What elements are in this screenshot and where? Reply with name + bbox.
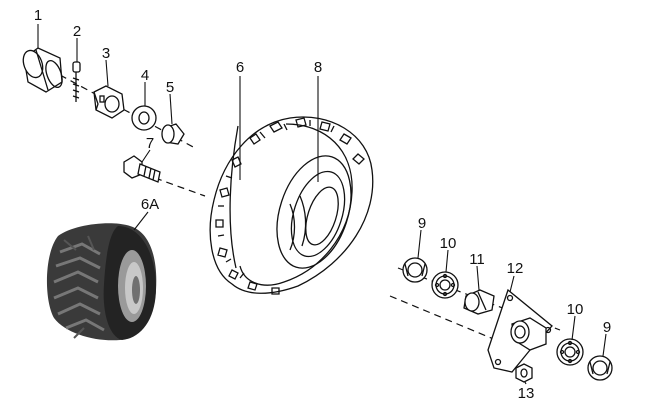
label-part-5: 5 [166, 79, 174, 96]
part-10-bearing-right [556, 338, 584, 366]
part-5-spacer [161, 123, 185, 145]
label-part-4: 4 [141, 67, 149, 84]
leader-lines [37, 24, 607, 385]
label-part-3: 3 [102, 45, 110, 62]
part-12-hub [487, 288, 553, 373]
part-1-hub-cap [22, 47, 63, 93]
part-10-bearing-left [431, 271, 459, 299]
label-part-12: 12 [507, 260, 524, 277]
label-part-8: 8 [314, 59, 322, 76]
part-9-seal-right [587, 355, 613, 381]
label-part-7: 7 [146, 135, 154, 152]
part-6-tire [209, 116, 374, 295]
label-part-6a: 6A [141, 196, 159, 213]
label-part-13: 13 [518, 385, 535, 400]
label-part-6: 6 [236, 59, 244, 76]
part-7-bolt [123, 155, 161, 183]
part-3-castle-nut [93, 85, 125, 119]
part-13-nut [515, 363, 533, 383]
label-part-10-left: 10 [440, 235, 457, 252]
part-labels: 1 2 3 4 5 6 6A 7 8 9 10 11 12 10 9 13 [34, 7, 611, 400]
label-part-11: 11 [469, 251, 485, 268]
part-9-seal-left [402, 257, 428, 283]
label-part-1: 1 [34, 7, 42, 24]
label-part-9-left: 9 [418, 215, 426, 232]
part-6a-tire-photo [46, 223, 157, 341]
label-part-2: 2 [73, 23, 81, 40]
label-part-9-right: 9 [603, 319, 611, 336]
part-4-washer [131, 105, 157, 131]
label-part-10-right: 10 [567, 301, 584, 318]
part-11-spacer-sleeve [463, 289, 495, 315]
